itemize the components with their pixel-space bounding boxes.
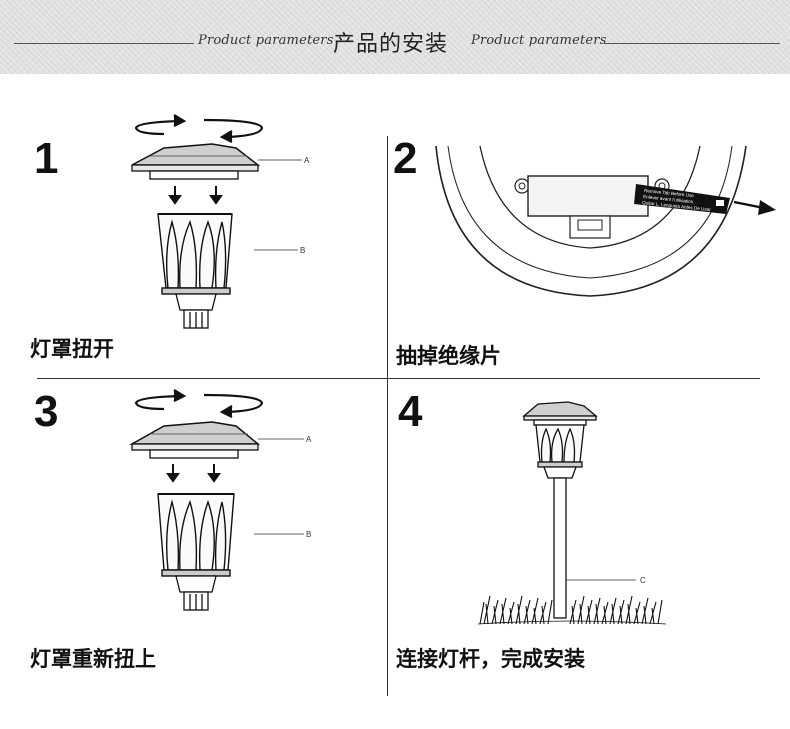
lamp-spike-top [175, 575, 217, 611]
insulation-tab: Remove Tab Before Use Enlever avant l'ut… [634, 184, 730, 214]
lamp-cap [129, 421, 261, 459]
rotate-arrows-icon [134, 114, 264, 143]
header-banner: Product parameters 产品的安装 Product paramet… [0, 0, 790, 74]
tab-line-2: Enlever avant l'utilisation [643, 194, 694, 204]
label-b: B [300, 246, 305, 255]
label-c: C [640, 576, 646, 585]
header-line-right [604, 43, 780, 44]
assembled-lamp [522, 401, 598, 619]
label-a: A [306, 435, 312, 444]
header-script-left: Product parameters [198, 33, 334, 48]
step-3-number: 3 [34, 387, 59, 436]
header-script-right: Product parameters [471, 33, 607, 48]
grass-icon [477, 595, 667, 625]
step-3-illustration: A B [129, 389, 312, 611]
tab-line-1: Remove Tab Before Use [644, 188, 695, 198]
step-3-caption: 灯罩重新扭上 [30, 647, 156, 671]
lamp-base-closeup [435, 145, 747, 297]
label-a: A [304, 156, 310, 165]
label-b: B [306, 530, 311, 539]
step-4-caption: 连接灯杆，完成安装 [396, 647, 585, 671]
lamp-spike-top [175, 293, 217, 329]
grid-divider-vertical [387, 136, 388, 696]
step-1-caption: 灯罩扭开 [30, 337, 114, 361]
step-2-caption: 抽掉绝缘片 [396, 344, 501, 368]
page-title: 产品的安装 [333, 32, 449, 57]
down-arrows-icon [166, 464, 221, 483]
step-2-illustration: Remove Tab Before Use Enlever avant l'ut… [435, 145, 776, 297]
lamp-shade [157, 493, 235, 577]
step-4-number: 4 [398, 387, 423, 436]
step-2-number: 2 [393, 134, 418, 183]
rotate-arrows-icon [134, 389, 264, 418]
step-1-illustration: A B [131, 114, 310, 329]
pull-arrow-icon [733, 200, 776, 215]
down-arrows-icon [168, 186, 223, 205]
grid-divider-horizontal [37, 378, 760, 379]
step-1-number: 1 [34, 134, 59, 183]
step-4-illustration: C [477, 401, 667, 625]
header-line-left [14, 43, 194, 44]
lamp-shade [157, 213, 233, 295]
lamp-cap [131, 143, 261, 180]
